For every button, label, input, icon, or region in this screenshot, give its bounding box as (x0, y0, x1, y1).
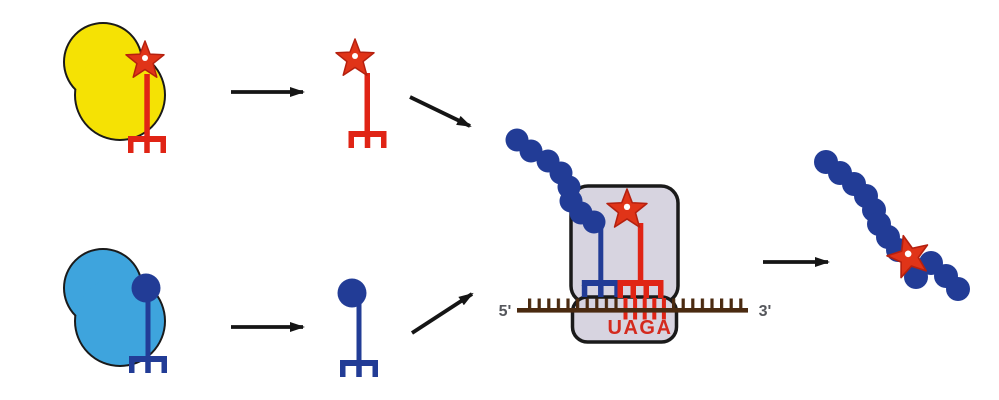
trna-stem (145, 296, 151, 358)
natural-synthetase-complex (63, 248, 167, 373)
product-polypeptide (814, 150, 970, 301)
three-prong-anticodon-icon (128, 136, 166, 153)
three-prong-anticodon-icon (348, 131, 387, 148)
uaa-synthetase-complex (63, 22, 166, 153)
amino-acid-bead-icon (519, 139, 543, 163)
a-site-suppressor-trna (617, 223, 664, 298)
codon-label: UAGA (608, 317, 673, 339)
amino-acid-bead-icon (904, 265, 928, 289)
trna-stem (637, 223, 644, 282)
star-center-dot (904, 250, 912, 258)
enzyme-blob-lobe (76, 51, 164, 139)
reaction-arrow-icon (410, 292, 474, 335)
charged-uaa-trna (335, 38, 387, 148)
codon-tick (661, 298, 666, 308)
synthetase-enzyme-blob-icon (63, 22, 166, 141)
codon-tick (623, 298, 628, 308)
three-prime-label: 3' (759, 303, 772, 320)
nascent-polypeptide-chain (505, 128, 606, 234)
trna-stem (144, 74, 150, 138)
suppressor-trna (128, 74, 166, 153)
mrna: 5' 3' UAGA (499, 298, 772, 339)
mrna-strand (517, 308, 748, 313)
codon-tick (633, 298, 638, 308)
amino-acid-bead-icon (131, 273, 161, 303)
amino-acid-bead-icon (946, 277, 970, 301)
trna-stem (356, 300, 362, 361)
star-center-dot (623, 203, 631, 210)
trna-stem (364, 73, 370, 133)
trna-stem (598, 222, 604, 282)
star-center-dot (352, 53, 358, 59)
synthetase-enzyme-blob-icon (63, 248, 166, 367)
codon-tick (652, 312, 657, 320)
star-center-dot (142, 55, 148, 61)
unnatural-amino-acid-star-icon (882, 229, 935, 281)
natural-trna (129, 273, 167, 373)
p-site-trna (581, 222, 620, 297)
unnatural-amino-acid-star-icon (335, 38, 375, 76)
three-prong-anticodon-icon (340, 360, 378, 377)
codon-tick (633, 312, 638, 320)
reaction-arrow-icon (409, 95, 472, 128)
polypeptide-beads (814, 150, 970, 301)
unnatural-amino-acid-star-icon (606, 188, 648, 228)
suppressor-trna (348, 73, 387, 148)
codon-tick (652, 298, 657, 308)
amino-acid-bead-icon (337, 278, 367, 308)
codon-tick (642, 298, 647, 308)
codon-tick (661, 312, 666, 320)
codon-tick (623, 312, 628, 320)
five-prime-label: 5' (499, 303, 512, 320)
ribosome-complex: 5' 3' UAGA (499, 128, 772, 344)
codon-tick (642, 312, 647, 320)
charged-natural-trna (337, 278, 378, 377)
unnatural-amino-acid-star-icon (125, 40, 165, 78)
codon-ticks (623, 298, 666, 320)
